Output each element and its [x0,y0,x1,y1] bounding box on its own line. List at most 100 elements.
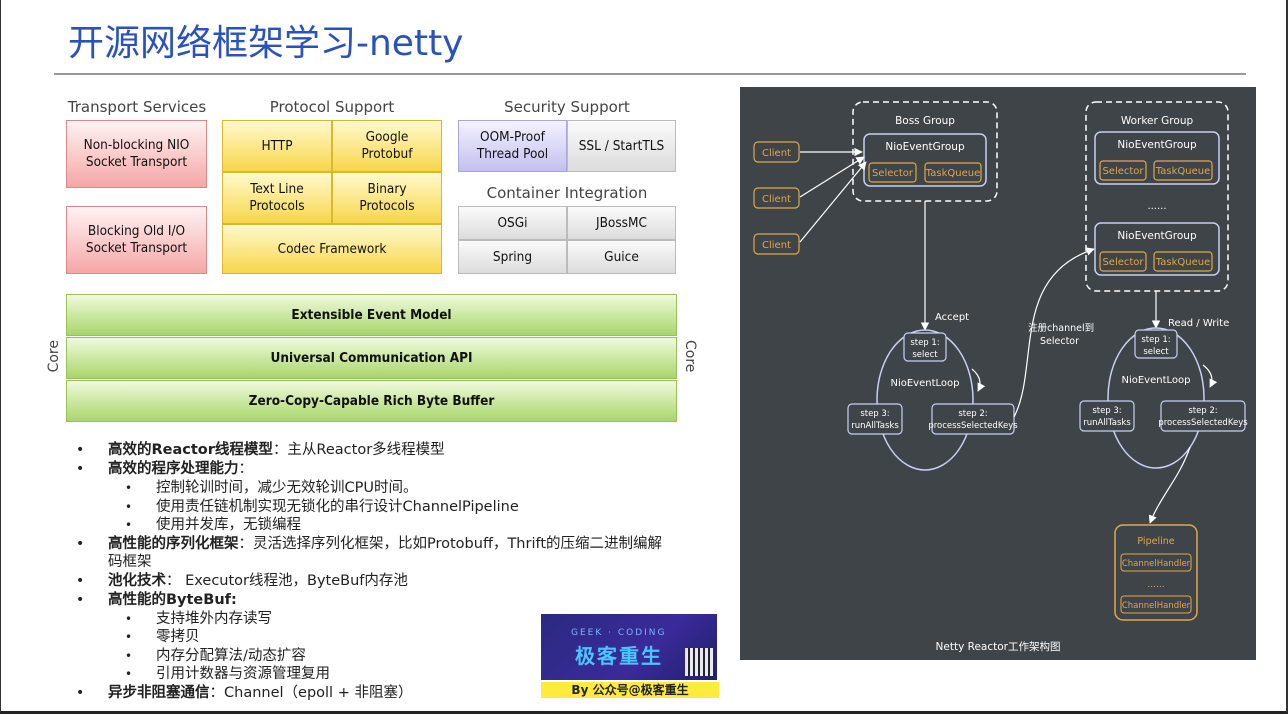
worker-step3-box [1079,400,1135,432]
boss-loop-arrow [971,368,986,392]
worker-step3-text: runAllTasks [1083,418,1131,428]
boss-step2-box [931,403,1015,435]
worker-dots: ...... [1147,201,1166,212]
read-write-label: Read / Write [1168,318,1229,329]
bullet-bold: 池化技术 [108,572,166,589]
pipeline-arrow [1148,446,1191,524]
box-osgi: OSGi [458,206,567,240]
badge-geek-text: GEEK · CODING [571,628,667,638]
sub-list-item: 内存分配算法/动态扩容 [76,647,716,666]
list-item: 高效的Reactor线程模型：主从Reactor多线程模型 [76,441,716,460]
bullet-bold: 异步非阻塞通信 [108,684,210,701]
worker-taskqueue-box-1 [1153,160,1213,181]
client-label-2: Client [762,194,791,205]
pipeline-dots: ...... [1147,580,1164,590]
box-codec-framework: Codec Framework [222,224,442,274]
register-arrow [1013,247,1095,418]
bullet-text: ： Executor线程池，ByteBuf内存池 [166,572,408,589]
boss-loop-circle [876,329,974,471]
worker-loop-label: NioEventLoop [1121,375,1190,386]
list-item: 池化技术： Executor线程池，ByteBuf内存池 [76,572,716,591]
box-spring: Spring [458,240,567,274]
bullet-text: ： [238,461,254,477]
worker-taskqueue-label-1: TaskQueue [1155,166,1210,177]
worker-selector-label-2: Selector [1102,257,1144,268]
section-transport: Transport Services [67,98,207,116]
worker-taskqueue-label-2: TaskQueue [1155,257,1210,268]
pipeline-label: Pipeline [1137,536,1174,547]
sub-list-item: 支持堆外内存读写 [76,610,716,629]
boss-taskqueue-label: TaskQueue [925,168,980,179]
feature-list: 高效的Reactor线程模型：主从Reactor多线程模型 高效的程序处理能力：… [76,441,716,703]
boss-step3-title: step 3: [860,409,889,419]
core-label-right: Core [682,340,698,373]
box-comm-api: Universal Communication API [66,337,677,379]
qr-code-icon [685,648,713,676]
boss-step1-text: select [912,350,938,360]
boss-step2-text: processSelectedKeys [928,421,1018,431]
sub-list-item: 控制轮训时间，减少无效轮训CPU时间。 [76,479,716,498]
pipeline-box [1114,524,1198,621]
boss-selector-box [868,162,917,183]
worker-selector-box-2 [1099,251,1147,272]
box-ssl: SSL / StartTLS [567,120,676,172]
register-label-1: 注册channel到 [1028,322,1094,334]
worker-step2-title: step 2: [1188,406,1217,416]
worker-step3-title: step 3: [1092,406,1121,416]
bullet-text: ：Channel（epoll + 非阻塞） [209,684,413,701]
worker-step1-text: select [1143,347,1169,357]
register-label-2: Selector [1040,336,1079,347]
section-container: Container Integration [486,184,648,202]
bullet-bold: 高效的程序处理能力 [108,461,239,477]
boss-step1-title: step 1: [910,338,939,348]
client-box-1 [753,141,800,163]
worker-step2-text: processSelectedKeys [1158,418,1248,428]
boss-group-label: Boss Group [895,115,955,127]
channel-handler-box-1 [1120,553,1192,572]
client-arrow-2 [799,156,865,198]
section-protocol: Protocol Support [269,98,395,116]
bullet-bold: 高性能的序列化框架 [108,535,239,552]
sub-list-item: 零拷贝 [76,628,716,647]
page-title: 开源网络框架学习-netty [68,23,464,64]
title-divider [54,73,1246,75]
worker-loop-arrow [1202,364,1218,388]
bullet-bold: 高性能的ByteBuf: [108,591,237,608]
worker-selector-box-1 [1099,160,1147,181]
client-arrow-3 [799,161,867,243]
boss-taskqueue-box [924,162,982,183]
client-label-3: Client [762,240,791,251]
worker-nio-group-box-1 [1094,131,1220,185]
list-item: 高效的程序处理能力： [76,460,716,479]
worker-group-label: Worker Group [1121,115,1194,127]
brand-badge: GEEK · CODING 极客重生 [541,614,717,680]
worker-step2-box [1160,400,1246,432]
channel-handler-label-2: ChannelHandler [1122,601,1191,611]
bullet-text: ：主从Reactor多线程模型 [272,442,445,458]
sub-list-item: 使用责任链机制实现无锁化的串行设计ChannelPipeline [76,498,716,517]
box-guice: Guice [567,240,676,274]
worker-nio-group-label-1: NioEventGroup [1117,139,1197,151]
box-event-model: Extensible Event Model [66,294,677,336]
worker-loop-circle [1107,327,1205,469]
client-box-2 [753,187,800,209]
worker-step1-box [1134,329,1178,359]
accept-label: Accept [935,312,969,323]
box-byte-buffer: Zero-Copy-Capable Rich Byte Buffer [66,380,677,422]
worker-step1-title: step 1: [1141,335,1170,345]
box-http: HTTP [222,120,332,172]
client-box-3 [753,233,800,255]
boss-nio-group-label: NioEventGroup [885,141,965,153]
boss-step2-title: step 2: [958,409,987,419]
reactor-caption: Netty Reactor工作架构图 [936,640,1061,653]
box-jbossmc: JBossMC [567,206,676,240]
list-item: 异步非阻塞通信：Channel（epoll + 非阻塞） [76,684,716,703]
reactor-diagram: Boss Group NioEventGroup Selector TaskQu… [740,87,1256,660]
badge-subtitle: By 公众号@极客重生 [541,682,719,698]
boss-selector-label: Selector [872,168,914,179]
